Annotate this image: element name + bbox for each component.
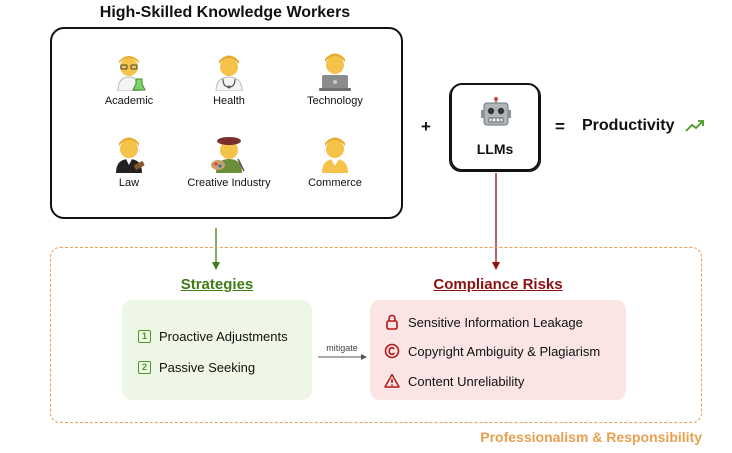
- strategies-box: 1 Proactive Adjustments 2 Passive Seekin…: [122, 300, 312, 400]
- strategies-title: Strategies: [180, 276, 254, 293]
- arrow-head-strategies: [212, 262, 220, 270]
- robot-icon: [481, 97, 511, 126]
- mitigate-arrow-head: [361, 354, 367, 360]
- risk-item: Content Unreliability: [384, 373, 524, 389]
- llm-box: LLMs: [450, 83, 540, 171]
- risk-label: Copyright Ambiguity & Plagiarism: [408, 343, 601, 359]
- productivity-label: Productivity: [582, 117, 705, 135]
- worker-commerce: Commerce: [280, 133, 390, 189]
- worker-academic: Academic: [74, 51, 184, 107]
- worker-label: Health: [213, 95, 245, 107]
- health-worker-icon: [215, 55, 243, 91]
- worker-label: Commerce: [308, 177, 362, 189]
- risks-title: Compliance Risks: [433, 276, 563, 293]
- technologist-icon: [319, 53, 351, 91]
- risks-box: Sensitive Information Leakage Copyright …: [370, 300, 626, 400]
- workers-box: Academic Health Technology: [50, 27, 403, 219]
- office-worker-icon: [322, 137, 348, 173]
- judge-icon: [116, 137, 145, 173]
- professionalism-label: Professionalism & Responsibility: [480, 429, 702, 445]
- worker-label: Law: [118, 177, 140, 189]
- artist-icon: [211, 137, 245, 173]
- lock-icon: [386, 314, 398, 330]
- worker-label: Creative Industry: [187, 177, 271, 189]
- plus-sign: +: [421, 117, 431, 136]
- risk-item: Copyright Ambiguity & Plagiarism: [384, 343, 600, 359]
- workers-title: High-Skilled Knowledge Workers: [99, 4, 351, 21]
- worker-technology: Technology: [280, 51, 390, 107]
- number-1-icon: 1: [138, 330, 151, 343]
- arrow-head-risks: [492, 262, 500, 270]
- worker-label: Academic: [104, 95, 154, 107]
- productivity-text: Productivity: [582, 117, 675, 134]
- risk-item: Sensitive Information Leakage: [384, 314, 583, 330]
- worker-label: Technology: [307, 95, 363, 107]
- number-2-icon: 2: [138, 361, 151, 374]
- strategy-label: Passive Seeking: [159, 360, 256, 375]
- equals-sign: =: [555, 117, 565, 136]
- trending-up-icon: [685, 119, 704, 132]
- mitigate-label: mitigate: [326, 343, 358, 353]
- strategy-label: Proactive Adjustments: [159, 329, 288, 344]
- copyright-icon: [384, 343, 400, 359]
- strategy-item: 2 Passive Seeking: [138, 360, 255, 375]
- worker-law: Law: [74, 133, 184, 189]
- worker-health: Health: [174, 51, 284, 107]
- warning-icon: [384, 373, 400, 388]
- worker-creative: Creative Industry: [174, 133, 284, 189]
- risk-label: Sensitive Information Leakage: [408, 314, 583, 330]
- risk-label: Content Unreliability: [408, 373, 525, 389]
- professionalism-region: [50, 247, 702, 423]
- scientist-icon: [117, 56, 146, 91]
- strategy-item: 1 Proactive Adjustments: [138, 329, 288, 344]
- llm-label: LLMs: [476, 141, 514, 157]
